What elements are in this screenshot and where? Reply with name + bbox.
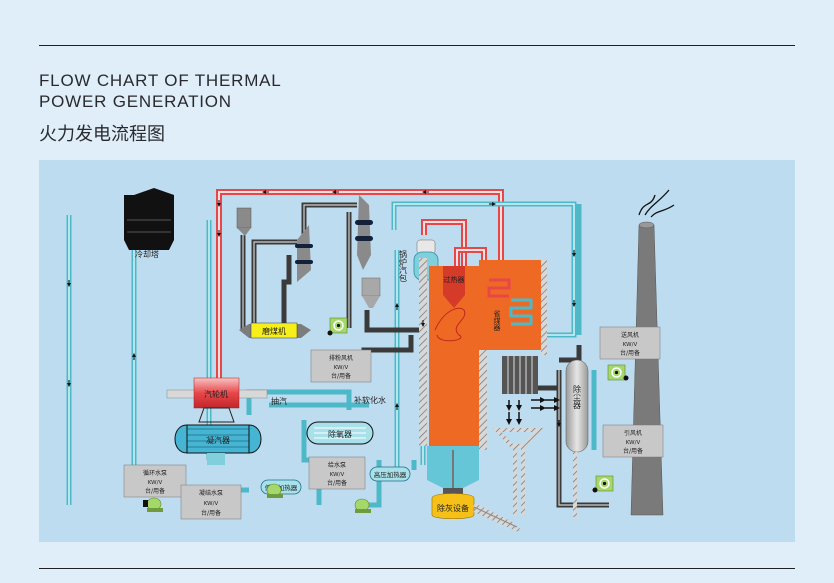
- top-rule: [39, 45, 795, 46]
- svg-text:锅炉汽包: 锅炉汽包: [399, 249, 408, 282]
- svg-text:循环水泵: 循环水泵: [143, 469, 167, 477]
- svg-text:给水泵: 给水泵: [328, 461, 346, 469]
- low-pressure-heater: 低压加热器: [260, 479, 302, 495]
- dust-collector: 除尘器: [565, 359, 589, 517]
- equipment-box-feed-pump: 给水泵 KW/V 台/用备: [308, 456, 366, 490]
- pump-icon-condensate: [266, 483, 283, 498]
- ash-removal-label: 除灰设备: [437, 503, 469, 513]
- cooling-tower: 冷却塔: [124, 188, 174, 259]
- title-line-1: FLOW CHART OF THERMAL: [39, 71, 282, 90]
- ash-removal: 除灰设备: [431, 493, 520, 532]
- low-pressure-heater-label: 低压加热器: [265, 483, 298, 492]
- furnace-wall-right: [479, 260, 547, 450]
- equipment-box-forced-draft-fan: 送风机 KW/V 台/用备: [599, 326, 661, 360]
- boiler-drum-label: 锅炉汽包: [399, 249, 408, 282]
- furnace-hopper: [427, 446, 479, 496]
- page-title-en: FLOW CHART OF THERMAL POWER GENERATION: [39, 70, 282, 112]
- makeup-water-label: 补软化水: [354, 395, 386, 405]
- deaerator-label: 除氧器: [328, 429, 352, 439]
- coal-mill-label: 磨煤机: [262, 326, 286, 336]
- extraction-steam-label: 抽汽: [271, 396, 287, 406]
- svg-text:引风机: 引风机: [624, 429, 642, 437]
- svg-text:KW/V: KW/V: [334, 365, 349, 371]
- svg-text:KW/V: KW/V: [204, 501, 219, 507]
- high-pressure-heater: 高压加热器: [369, 466, 411, 482]
- condenser-label: 凝汽器: [206, 435, 230, 445]
- equipment-box-induced-draft-fan: 引风机 KW/V 台/用备: [602, 424, 664, 458]
- water-line-highlights: [68, 203, 575, 505]
- title-line-2: POWER GENERATION: [39, 92, 232, 111]
- svg-text:KW/V: KW/V: [626, 440, 641, 446]
- svg-text:台/用备: 台/用备: [327, 479, 347, 487]
- svg-text:台/用备: 台/用备: [620, 349, 640, 357]
- coal-bunker: [236, 207, 252, 236]
- svg-text:凝结水泵: 凝结水泵: [199, 489, 223, 497]
- equipment-box-pulverized-coal-fan: 排粉风机 KW/V 台/用备: [310, 349, 372, 383]
- svg-text:KW/V: KW/V: [623, 342, 638, 348]
- equipment-box-condensate-pump: 凝结水泵 KW/V 台/用备: [180, 484, 242, 520]
- economizer-label: 省煤器: [493, 309, 501, 332]
- flue-hopper: [492, 428, 544, 516]
- fan-icon-pulverized: [327, 317, 348, 336]
- flow-diagram-panel: 冷却塔 磨煤机 排粉风机 KW/V 台/用备 锅炉汽包: [39, 160, 795, 542]
- furnace-wall-left: [419, 258, 427, 446]
- fan-icon-forced-draft: [607, 364, 629, 381]
- high-pressure-heater-label: 高压加热器: [374, 470, 407, 479]
- condenser: 凝汽器: [174, 424, 262, 465]
- pump-icon-circulating: [143, 497, 163, 512]
- fine-separator: [355, 195, 373, 270]
- cooling-tower-label: 冷却塔: [135, 249, 159, 259]
- turbine: 汽轮机: [166, 377, 268, 423]
- svg-text:台/用备: 台/用备: [145, 487, 165, 495]
- coal-mill: 磨煤机: [239, 322, 311, 339]
- flow-diagram: 冷却塔 磨煤机 排粉风机 KW/V 台/用备 锅炉汽包: [66, 188, 675, 532]
- svg-text:台/用备: 台/用备: [201, 509, 221, 517]
- svg-text:台/用备: 台/用备: [331, 372, 351, 380]
- gas-flow-arrows: [506, 397, 560, 425]
- superheater-label: 过热器: [444, 275, 465, 284]
- svg-text:KW/V: KW/V: [330, 472, 345, 478]
- bottom-rule: [39, 568, 795, 569]
- svg-text:排粉风机: 排粉风机: [329, 354, 353, 362]
- deaerator: 除氧器: [306, 421, 374, 445]
- fan-icon-induced-draft: [592, 475, 614, 493]
- svg-text:KW/V: KW/V: [148, 480, 163, 486]
- water-flow-arrows: [67, 202, 576, 427]
- svg-text:台/用备: 台/用备: [623, 447, 643, 455]
- svg-text:送风机: 送风机: [621, 331, 639, 339]
- page-title-zh: 火力发电流程图: [39, 124, 165, 145]
- pump-icon-feed: [354, 498, 371, 513]
- equipment-box-circulating-pump: 循环水泵 KW/V 台/用备: [123, 464, 187, 498]
- steam-lines: [216, 189, 504, 382]
- air-preheater: [502, 356, 538, 394]
- furnace: 过热器 省煤器: [429, 260, 541, 446]
- coarse-separator: [295, 225, 313, 282]
- dust-collector-label: 除尘器: [573, 384, 582, 410]
- turbine-label: 汽轮机: [204, 389, 228, 399]
- pulverized-coal-bin: [361, 277, 381, 308]
